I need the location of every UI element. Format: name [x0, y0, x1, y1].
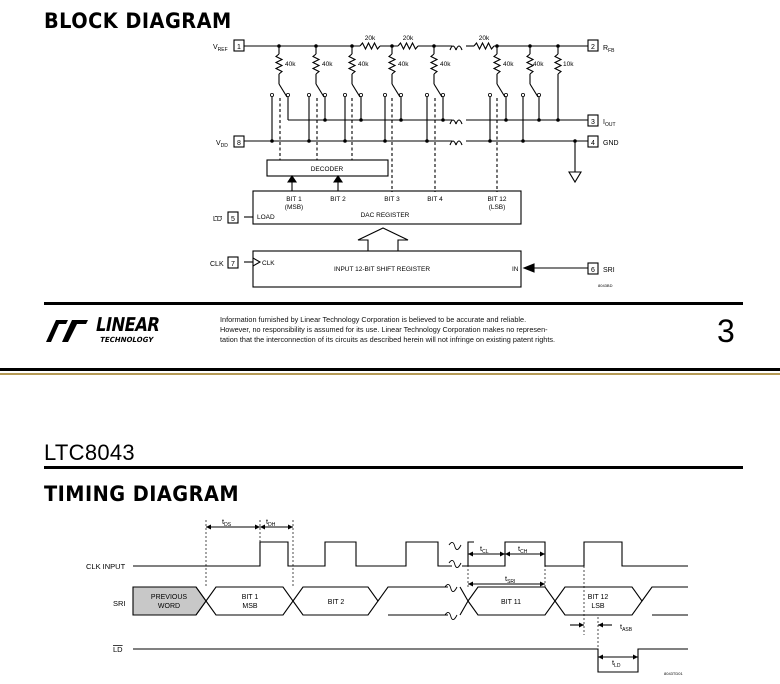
pin-2-num: 2: [591, 44, 595, 51]
cell-bit1-msb: MSB: [242, 603, 258, 610]
notice-line-3: tation that the interconnection of its c…: [220, 335, 556, 344]
bit1-label: BIT 1: [286, 196, 302, 203]
vdd-label: VDD: [216, 140, 228, 149]
res-20k-3: 20k: [479, 35, 490, 42]
notice-line-2: However, no responsibility is assumed fo…: [220, 325, 548, 334]
rfb-label: RFB: [603, 45, 615, 54]
pin-1-num: 1: [237, 44, 241, 51]
pin-5-num: 5: [231, 216, 235, 223]
gnd-label: GND: [603, 140, 619, 147]
in-label: IN: [512, 266, 519, 273]
param-tld: tLD: [612, 658, 621, 669]
part-number: LTC8043: [44, 440, 135, 465]
part-number-rule: [44, 466, 743, 469]
prev-word-1: PREVIOUS: [151, 594, 188, 601]
page-number: 3: [717, 313, 735, 349]
top-footer-rule: [44, 302, 743, 305]
param-tdh: tDH: [266, 517, 276, 528]
block-diagram-heading: BLOCK DIAGRAM: [44, 9, 232, 33]
pin-8-num: 8: [237, 140, 241, 147]
logo-linear: LINEAR: [94, 314, 162, 336]
clk-input-label: CLK INPUT: [86, 562, 126, 571]
block-diagram: 1 2 3 4 8 5 7 6 VREF RFB IOUT GND VDD LD…: [210, 35, 619, 288]
clk-label: CLK: [210, 261, 224, 268]
notice-line-1: Information furnished by Linear Technolo…: [220, 315, 527, 324]
timing-diagram-heading: TIMING DIAGRAM: [44, 482, 240, 506]
pin-3-num: 3: [591, 119, 595, 126]
ld-label: LD: [213, 216, 222, 223]
iout-label: IOUT: [603, 119, 616, 128]
param-tasb: tASB: [620, 622, 633, 633]
res-40k-7: 40k: [533, 61, 544, 68]
res-20k-2: 20k: [403, 35, 414, 42]
pin-6-num: 6: [591, 267, 595, 274]
param-tch: tCH: [518, 544, 528, 555]
param-tcl: tCL: [480, 544, 489, 555]
shift-register-label: INPUT 12-BIT SHIFT REGISTER: [334, 266, 430, 273]
bit3-label: BIT 3: [384, 196, 400, 203]
load-label: LOAD: [257, 214, 275, 221]
param-tsri: tSRI: [505, 574, 515, 585]
bit12-label: BIT 12: [487, 196, 506, 203]
cell-bit1: BIT 1: [242, 594, 259, 601]
timing-diagram: CLK INPUT SRI LD PREVIOUS WORD BIT 1 MSB…: [86, 517, 688, 676]
figure-code-bd: 8043BD: [598, 283, 613, 288]
vref-label: VREF: [213, 44, 228, 53]
res-10k: 10k: [563, 61, 574, 68]
page-separator-gold: [0, 373, 780, 375]
cell-bit2: BIT 2: [328, 599, 345, 606]
cell-bit11: BIT 11: [501, 599, 521, 606]
bit2-label: BIT 2: [330, 196, 346, 203]
sri-signal-label: SRI: [113, 599, 126, 608]
pin-4-num: 4: [591, 140, 595, 147]
linear-technology-logo: [46, 320, 88, 342]
decoder-label: DECODER: [311, 166, 344, 173]
res-40k-2: 40k: [322, 61, 333, 68]
bit1-msb: (MSB): [285, 204, 303, 211]
param-tds: tDS: [222, 517, 232, 528]
clk-in-label: CLK: [262, 260, 275, 267]
page-separator-dark: [0, 368, 780, 371]
figure-code-td: 8043TD01: [664, 671, 683, 676]
ld-signal-label: LD: [113, 645, 123, 654]
legal-notice: Information furnished by Linear Technolo…: [220, 315, 640, 345]
res-40k-4: 40k: [398, 61, 409, 68]
cell-bit12: BIT 12: [588, 594, 609, 601]
pin-7-num: 7: [231, 261, 235, 268]
sri-label: SRI: [603, 267, 615, 274]
res-20k-1: 20k: [365, 35, 376, 42]
res-40k-3: 40k: [358, 61, 369, 68]
bit12-lsb: (LSB): [489, 204, 506, 211]
res-40k-1: 40k: [285, 61, 296, 68]
bit4-label: BIT 4: [427, 196, 443, 203]
dac-register-label: DAC REGISTER: [361, 212, 410, 219]
res-40k-5: 40k: [440, 61, 451, 68]
prev-word-2: WORD: [158, 603, 180, 610]
logo-technology: TECHNOLOGY: [99, 336, 155, 344]
res-40k-6: 40k: [503, 61, 514, 68]
cell-bit12-lsb: LSB: [591, 603, 605, 610]
